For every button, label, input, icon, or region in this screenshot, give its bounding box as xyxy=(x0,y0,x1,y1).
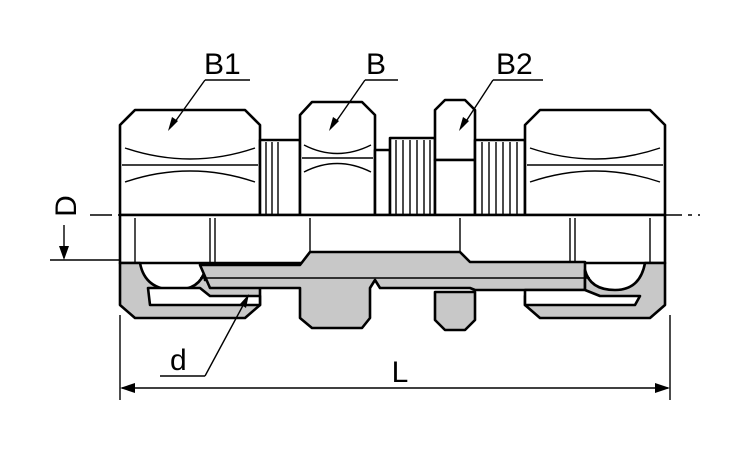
leader-d: d xyxy=(160,294,249,377)
leader-b1-label: B1 xyxy=(204,48,241,81)
fitting-body-upper xyxy=(118,98,667,217)
leader-b2: B2 xyxy=(459,48,543,131)
small-hex xyxy=(433,98,477,162)
dimension-d-label: D xyxy=(50,195,83,217)
leader-b1: B1 xyxy=(168,48,250,131)
right-ferrule xyxy=(523,288,642,307)
dimension-length-label: L xyxy=(392,356,409,389)
leader-b: B xyxy=(329,48,398,131)
center-thread xyxy=(388,136,437,217)
right-nut xyxy=(523,108,667,217)
small-hex-section xyxy=(433,290,477,332)
left-nut xyxy=(118,108,262,217)
leader-d-label: d xyxy=(170,344,187,377)
left-ferrule xyxy=(146,286,262,307)
dimension-d-upper: D xyxy=(50,195,120,261)
dimension-length: L xyxy=(119,315,671,400)
leader-b2-label: B2 xyxy=(496,48,533,81)
body-section xyxy=(198,250,587,330)
leader-b-label: B xyxy=(366,48,386,81)
fitting-body-lower xyxy=(118,213,667,332)
